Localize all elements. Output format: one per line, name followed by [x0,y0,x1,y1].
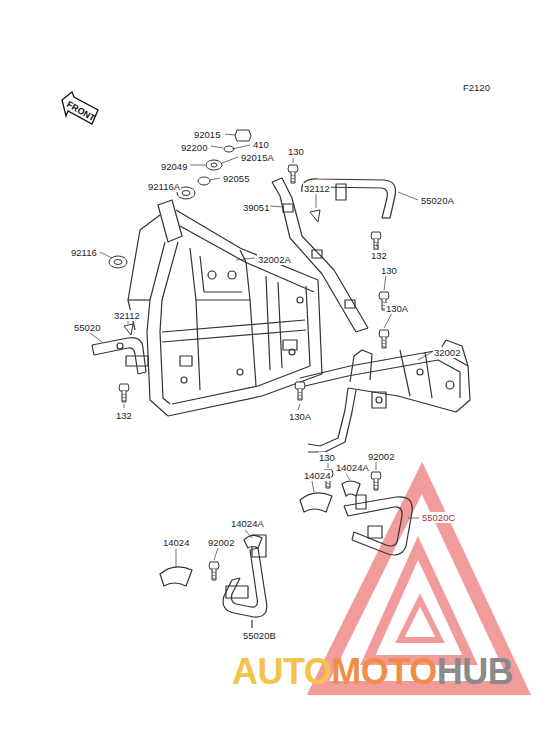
callout-number: 92055 [222,173,250,184]
callout-number: 130 [380,265,398,276]
callout-number: 130 [318,452,336,463]
callout-number: F2120 [462,82,491,93]
callout-number: 14024 [162,537,190,548]
callout-number: 130A [385,303,409,314]
callout-number: 55020 [73,322,101,333]
main-frame [128,200,322,416]
callout-number: 92002 [207,537,235,548]
callout-number: 130A [288,411,312,422]
small-parts [109,130,320,335]
callout-number: 14024 [303,470,331,481]
callout-number: 92002 [367,451,395,462]
callout-number: 32002 [433,347,461,358]
callout-number: 92015A [240,152,275,163]
callout-number: 32112 [113,310,141,321]
callout-number: 132 [115,410,133,421]
callout-number: 14024A [230,518,265,529]
footrest-bracket [92,338,148,374]
engine-guard [160,535,267,628]
callout-number: 32002A [257,254,292,265]
callout-number: 14024A [335,462,370,473]
callout-number: 130 [287,146,305,157]
callout-number: 92049 [160,161,188,172]
rear-subframe [300,340,470,452]
watermark-text: HUB [437,653,514,691]
engine-guard [300,481,412,555]
callout-number: 92200 [180,142,208,153]
watermark-text: AUTO [232,653,331,691]
callout-number: 55020C [421,512,456,523]
callout-number: 410 [252,139,270,150]
bolts [119,165,389,580]
callout-number: 132 [370,250,388,261]
callout-number: 55020A [420,195,455,206]
callout-number: 39051 [242,202,270,213]
watermark-text: MOTO [331,653,436,691]
front-arrow [62,92,98,124]
callout-number: 32112 [303,183,331,194]
callout-number: 92015 [193,129,221,140]
leader-lines [90,134,432,568]
callout-number: 92116 [70,247,98,258]
callout-number: 55020B [242,630,277,641]
callout-number: 92116A [147,181,181,192]
